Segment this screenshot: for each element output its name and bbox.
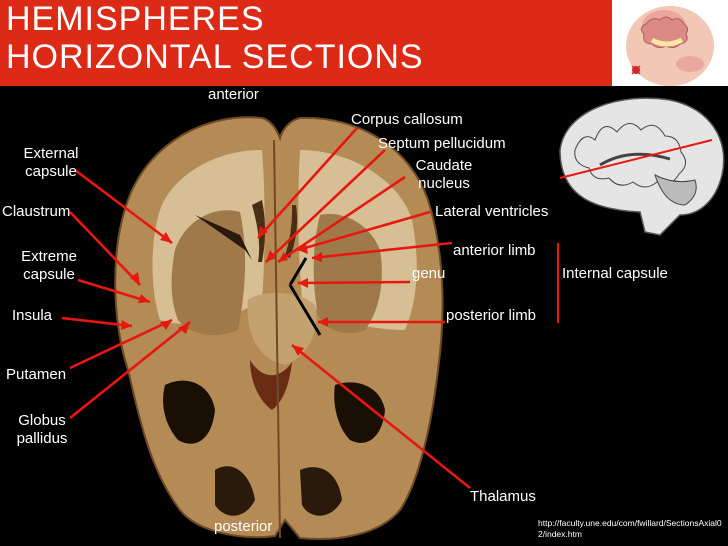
label-caudate-line-1: Caudate <box>415 157 473 174</box>
label-caudate-line-2: nucleus <box>418 175 470 192</box>
label-extreme-line-2: capsule <box>23 266 75 283</box>
arrowheads <box>121 226 328 356</box>
label-insula: Insula <box>12 307 53 324</box>
label-posterior: posterior <box>214 518 273 535</box>
internal-capsule-bracket <box>288 243 559 336</box>
label-claustrum: Claustrum <box>2 203 71 220</box>
label-globus-line-1: Globus <box>18 412 66 429</box>
label-globus-pallidus: Globus pallidus <box>2 412 82 448</box>
label-internal-capsule: Internal capsule <box>562 265 668 282</box>
label-external-line-1: External <box>23 145 79 162</box>
label-lateral-ventricles: Lateral ventricles <box>435 203 549 220</box>
label-external-capsule: External capsule <box>6 145 96 181</box>
title-line-1: HEMISPHERES <box>6 0 265 38</box>
head-brain-illustration <box>626 6 714 86</box>
label-genu: genu <box>412 265 446 282</box>
label-anterior: anterior <box>208 86 259 103</box>
label-external-line-2: capsule <box>25 163 77 180</box>
label-putamen: Putamen <box>6 366 67 383</box>
label-extreme-line-1: Extreme <box>21 248 77 265</box>
label-anterior-limb: anterior limb <box>453 242 536 259</box>
title-line-2: HORIZONTAL SECTIONS <box>6 38 424 76</box>
label-posterior-limb: posterior limb <box>446 307 537 324</box>
label-septum-pellucidum: Septum pellucidum <box>378 135 506 152</box>
page-title: HEMISPHERES HORIZONTAL SECTIONS <box>6 0 424 76</box>
label-caudate-nucleus: Caudate nucleus <box>404 157 484 193</box>
label-globus-line-2: pallidus <box>16 430 68 447</box>
label-corpus-callosum: Corpus callosum <box>351 111 463 128</box>
annotation-arrows <box>61 127 471 490</box>
head-brain-thumbnail <box>612 0 728 86</box>
source-url: http://faculty.une.edu/com/fwillard/Sect… <box>538 518 722 539</box>
label-thalamus: Thalamus <box>470 488 536 505</box>
title-banner: HEMISPHERES HORIZONTAL SECTIONS <box>0 0 728 86</box>
sagittal-brain-inset <box>559 97 725 236</box>
brain-section <box>114 116 444 540</box>
label-extreme-capsule: Extreme capsule <box>4 248 94 284</box>
